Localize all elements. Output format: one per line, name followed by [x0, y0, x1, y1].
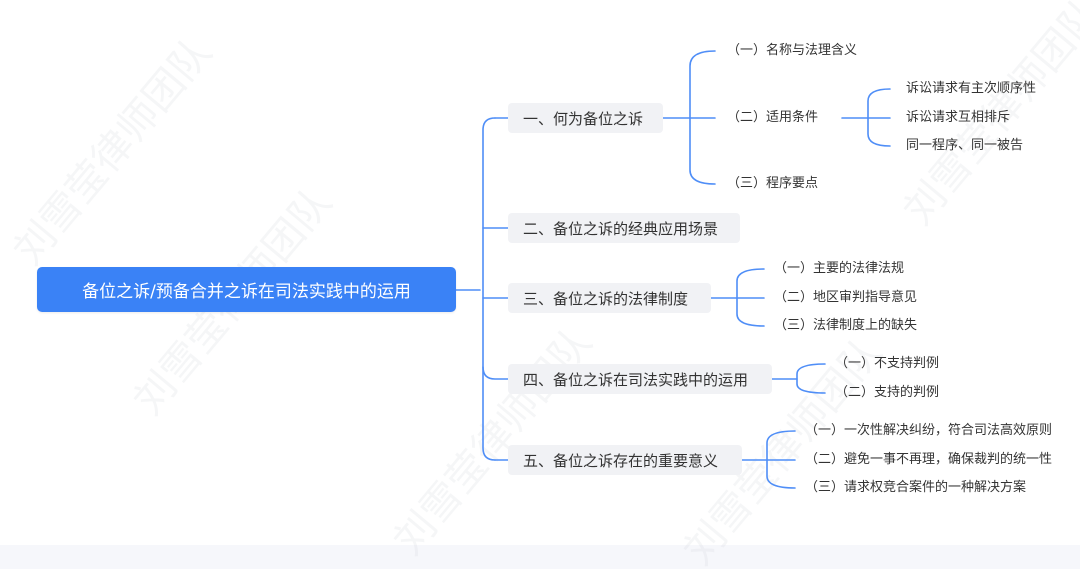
bottom-band [0, 545, 1080, 569]
leaf-node-1-2-3[interactable]: 同一程序、同一被告 [906, 138, 1024, 153]
sub-node-1-1[interactable]: （一）名称与法理含义 [727, 43, 858, 58]
sub-node-4-2[interactable]: （二）支持的判例 [835, 385, 940, 400]
connector-main-4 [482, 366, 509, 380]
sub-node-5-1[interactable]: （一）一次性解决纠纷，符合司法高效原则 [805, 423, 1053, 438]
connector-trunk [482, 117, 496, 461]
root-node[interactable]: 备位之诉/预备合并之诉在司法实践中的运用 [37, 267, 456, 312]
sub-node-5-3[interactable]: （三）请求权竞合案件的一种解决方案 [805, 480, 1027, 495]
sub-node-1-3[interactable]: （三）程序要点 [727, 176, 819, 191]
leaf-node-1-2-2[interactable]: 诉讼请求互相排斥 [906, 110, 1011, 125]
branch-node-2[interactable]: 二、备位之诉的经典应用场景 [508, 213, 740, 243]
sub-node-3-1[interactable]: （一）主要的法律法规 [774, 261, 905, 276]
sub-node-3-3[interactable]: （三）法律制度上的缺失 [774, 318, 918, 333]
branch-node-4[interactable]: 四、备位之诉在司法实践中的运用 [508, 364, 772, 394]
sub-node-1-2[interactable]: （二）适用条件 [727, 110, 819, 125]
leaf-node-1-2-1[interactable]: 诉讼请求有主次顺序性 [906, 81, 1037, 96]
sub-node-3-2[interactable]: （二）地区审判指导意见 [774, 290, 918, 305]
branch-node-1[interactable]: 一、何为备位之诉 [508, 103, 663, 133]
branch-node-5[interactable]: 五、备位之诉存在的重要意义 [508, 445, 742, 475]
branch-node-3[interactable]: 三、备位之诉的法律制度 [508, 283, 711, 313]
sub-node-5-2[interactable]: （二）避免一事不再理，确保裁判的统一性 [805, 452, 1053, 467]
sub-node-4-1[interactable]: （一）不支持判例 [835, 356, 940, 371]
connector-b4-bracket [796, 363, 826, 394]
